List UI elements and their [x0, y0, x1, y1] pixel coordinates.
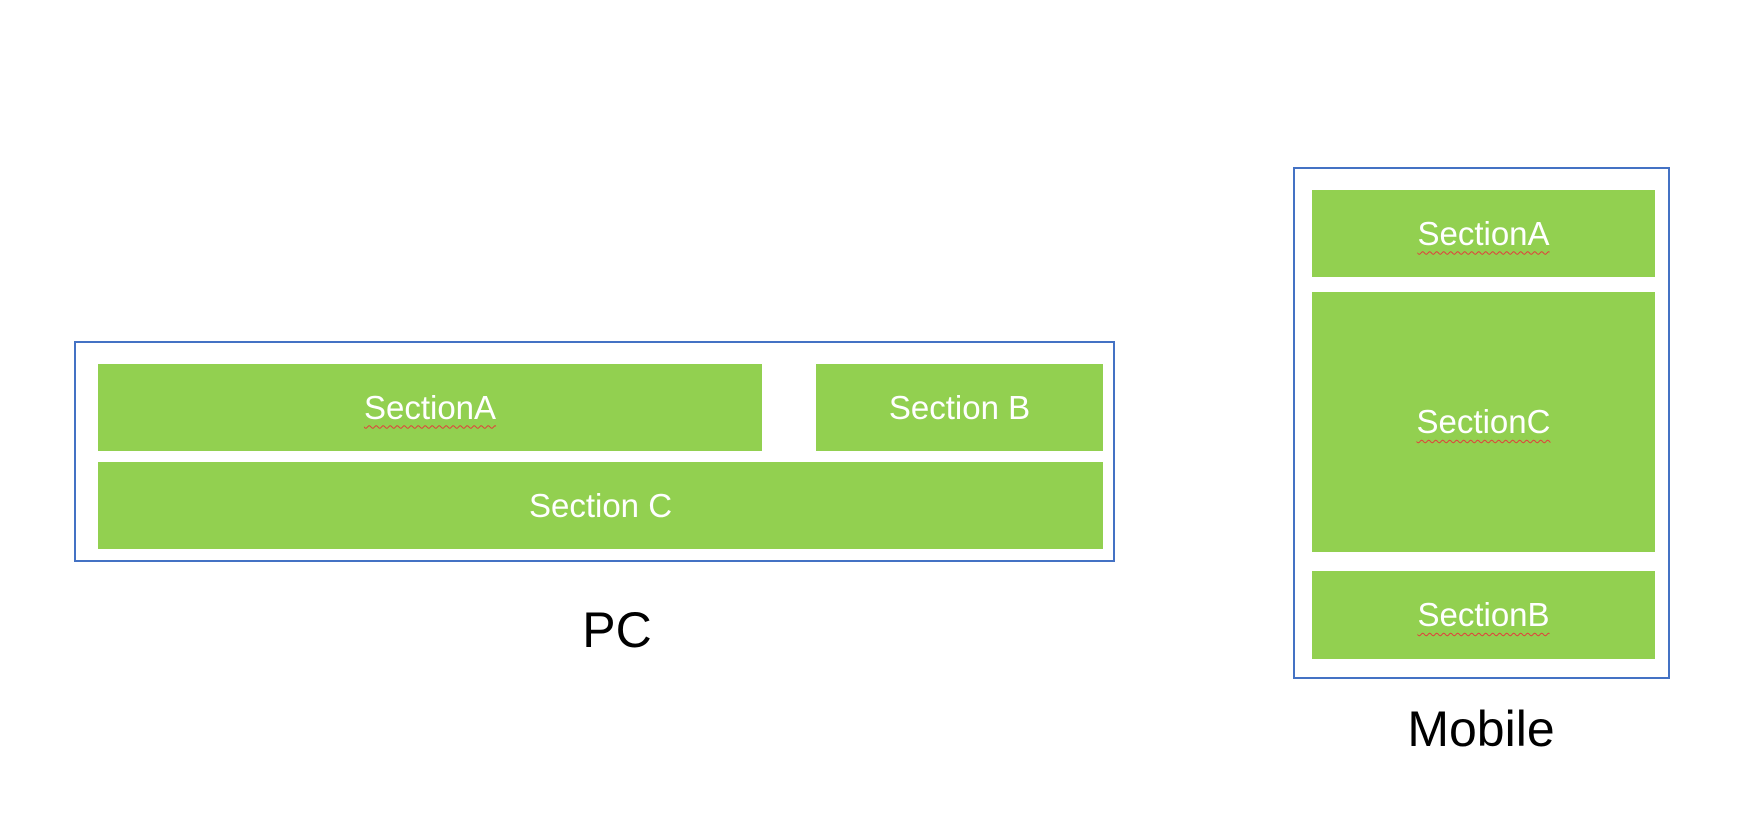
- mobile-section-b: SectionB: [1312, 571, 1655, 659]
- mobile-section-a-label: SectionA: [1417, 214, 1550, 252]
- pc-section-a: SectionA: [98, 364, 762, 451]
- pc-section-c-label: Section C: [528, 486, 673, 524]
- mobile-section-c: SectionC: [1312, 292, 1655, 552]
- pc-section-b-label: Section B: [888, 388, 1031, 426]
- mobile-section-a: SectionA: [1312, 190, 1655, 277]
- mobile-section-b-label: SectionB: [1417, 596, 1550, 633]
- mobile-caption: Mobile: [1407, 701, 1555, 757]
- mobile-section-c-label: SectionC: [1416, 403, 1551, 440]
- pc-section-b: Section B: [816, 364, 1103, 451]
- pc-caption: PC: [582, 602, 652, 658]
- pc-section-c: Section C: [98, 462, 1103, 549]
- pc-section-a-label: SectionA: [363, 388, 497, 426]
